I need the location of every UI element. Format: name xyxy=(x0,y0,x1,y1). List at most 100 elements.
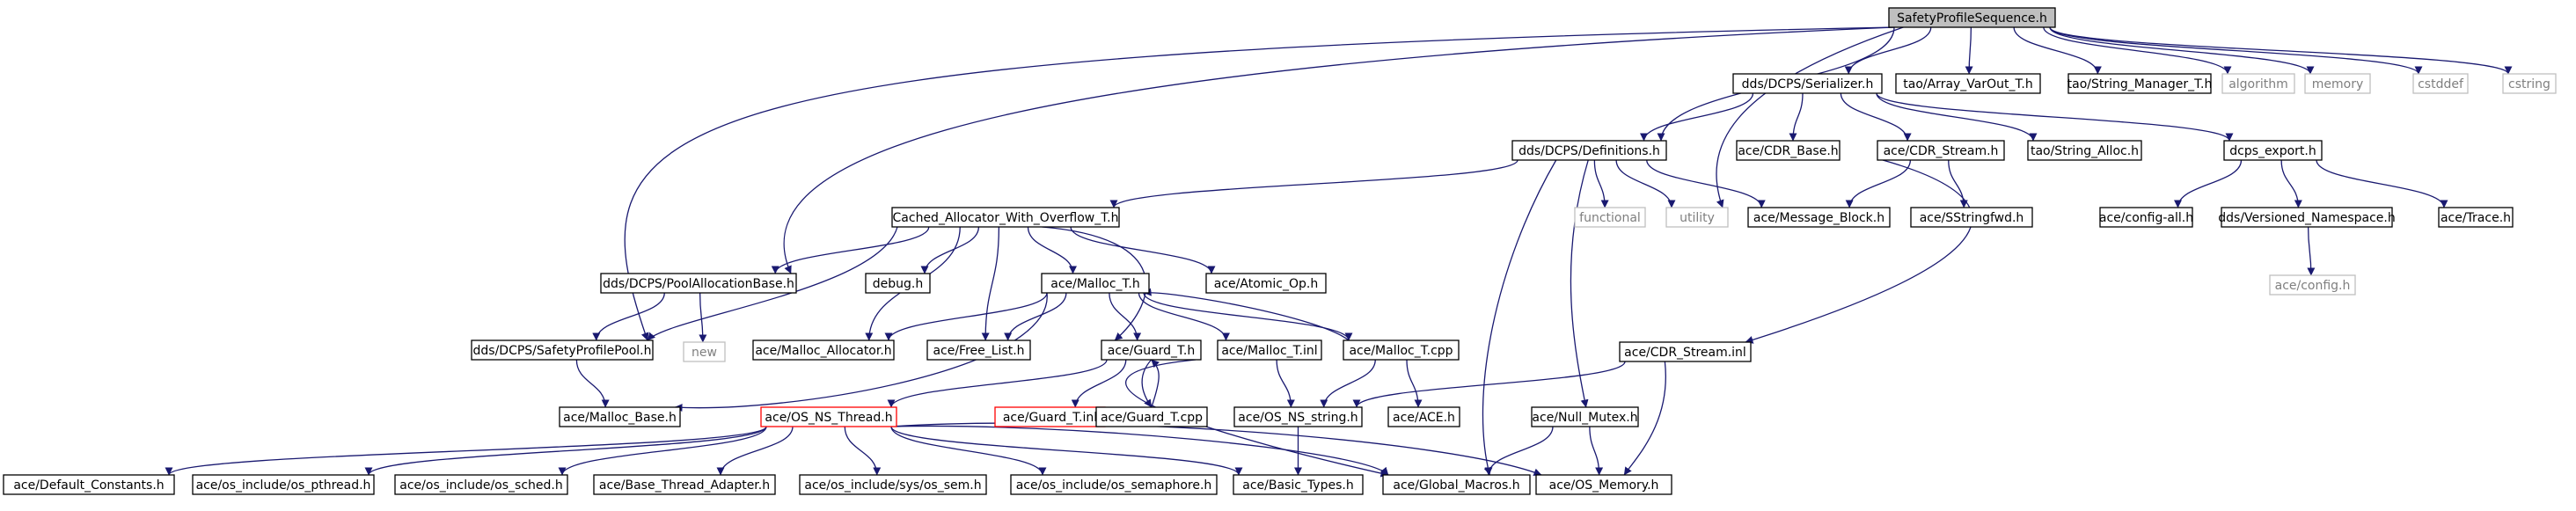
include-edge xyxy=(716,426,794,476)
node-cached-allocator-with-overflow-t-h[interactable]: Cached_Allocator_With_Overflow_T.h xyxy=(891,207,1120,228)
node-ace-trace-h[interactable]: ace/Trace.h xyxy=(2438,207,2514,228)
node-ace-os-include-os-semaphore-h[interactable]: ace/os_include/os_semaphore.h xyxy=(1010,474,1218,495)
node-ace-ace-h[interactable]: ace/ACE.h xyxy=(1387,406,1460,427)
node-ace-malloc-t-cpp[interactable]: ace/Malloc_T.cpp xyxy=(1343,339,1460,361)
node-ace-config-all-h[interactable]: ace/config-all.h xyxy=(2099,207,2193,228)
include-edge xyxy=(981,226,1000,341)
node-ace-guard-t-inl[interactable]: ace/Guard_T.inl xyxy=(994,406,1106,427)
node-tao-string-alloc-h[interactable]: tao/String_Alloc.h xyxy=(2027,140,2142,161)
node-ace-cdr-stream-inl[interactable]: ace/CDR_Stream.inl xyxy=(1619,341,1752,362)
node-label: tao/String_Manager_T.h xyxy=(2067,77,2213,91)
include-edge xyxy=(165,426,767,476)
include-edge xyxy=(1745,159,1973,344)
node-label: new xyxy=(692,346,717,360)
node-ace-guard-t-h[interactable]: ace/Guard_T.h xyxy=(1101,339,1202,361)
include-edge xyxy=(1027,226,1077,274)
node-box xyxy=(2027,140,2142,161)
node-box xyxy=(1233,474,1364,495)
node-box xyxy=(2269,274,2356,296)
node-label: ace/OS_NS_string.h xyxy=(1238,411,1358,425)
node-dds-dcps-safetyprofilepool-h[interactable]: dds/DCPS/SafetyProfilePool.h xyxy=(471,339,654,361)
node-ace-malloc-base-h[interactable]: ace/Malloc_Base.h xyxy=(559,406,681,427)
node-ace-guard-t-cpp[interactable]: ace/Guard_T.cpp xyxy=(1095,406,1208,427)
node-box xyxy=(799,474,987,495)
node-ace-malloc-t-inl[interactable]: ace/Malloc_T.inl xyxy=(1217,339,1322,361)
node-utility[interactable]: utility xyxy=(1665,207,1729,228)
node-tao-string-manager-t-h[interactable]: tao/String_Manager_T.h xyxy=(2067,73,2213,94)
node-box xyxy=(1382,474,1531,495)
node-box xyxy=(2067,73,2212,94)
node-box xyxy=(1736,140,1841,161)
node-ace-sstringfwd-h[interactable]: ace/SStringfwd.h xyxy=(1910,207,2033,228)
node-label: tao/String_Alloc.h xyxy=(2031,144,2139,158)
node-ace-malloc-allocator-h[interactable]: ace/Malloc_Allocator.h xyxy=(752,339,895,361)
include-edge xyxy=(2280,159,2302,208)
node-ace-os-memory-h[interactable]: ace/OS_Memory.h xyxy=(1535,474,1672,495)
node-label: ace/OS_NS_Thread.h xyxy=(765,411,892,425)
node-cstddef[interactable]: cstddef xyxy=(2412,73,2469,94)
include-edge xyxy=(1352,361,1626,408)
node-safetyprofilesequence-h[interactable]: SafetyProfileSequence.h xyxy=(1888,7,2056,28)
node-cstring[interactable]: cstring xyxy=(2502,73,2557,94)
include-edge xyxy=(1623,361,1666,476)
node-ace-malloc-t-h[interactable]: ace/Malloc_T.h xyxy=(1041,273,1150,294)
node-box xyxy=(1511,140,1667,161)
node-ace-os-ns-string-h[interactable]: ace/OS_NS_string.h xyxy=(1233,406,1363,427)
node-ace-base-thread-adapter-h[interactable]: ace/Base_Thread_Adapter.h xyxy=(593,474,776,495)
include-edge xyxy=(1876,92,2038,142)
include-edge xyxy=(1406,359,1423,408)
node-new[interactable]: new xyxy=(683,341,726,362)
include-edge xyxy=(1876,92,2234,142)
node-label: ace/CDR_Stream.inl xyxy=(1624,346,1746,360)
node-ace-atomic-op-h[interactable]: ace/Atomic_Op.h xyxy=(1205,273,1327,294)
node-box xyxy=(1010,474,1218,495)
include-edge xyxy=(884,292,1048,341)
node-label: utility xyxy=(1680,211,1715,225)
node-box xyxy=(1343,339,1460,361)
node-memory[interactable]: memory xyxy=(2304,73,2371,94)
node-box xyxy=(3,474,175,495)
node-functional[interactable]: functional xyxy=(1574,207,1646,228)
node-ace-os-include-os-sched-h[interactable]: ace/os_include/os_sched.h xyxy=(394,474,568,495)
node-dcps-export-h[interactable]: dcps_export.h xyxy=(2223,140,2323,161)
include-edge xyxy=(1004,292,1067,341)
node-box xyxy=(2221,73,2295,94)
node-box xyxy=(1574,207,1646,228)
node-dds-dcps-poolallocationbase-h[interactable]: dds/DCPS/PoolAllocationBase.h xyxy=(600,273,797,294)
node-dds-dcps-serializer-h[interactable]: dds/DCPS/Serializer.h xyxy=(1732,73,1883,94)
node-debug-h[interactable]: debug.h xyxy=(865,273,931,294)
node-ace-cdr-stream-h[interactable]: ace/CDR_Stream.h xyxy=(1877,140,2005,161)
node-box xyxy=(1535,474,1672,495)
include-edge xyxy=(2049,26,2423,75)
node-ace-global-macros-h[interactable]: ace/Global_Macros.h xyxy=(1382,474,1531,495)
node-ace-null-mutex-h[interactable]: ace/Null_Mutex.h xyxy=(1531,406,1639,427)
node-ace-os-include-sys-os-sem-h[interactable]: ace/os_include/sys/os_sem.h xyxy=(799,474,987,495)
node-ace-os-include-os-pthread-h[interactable]: ace/os_include/os_pthread.h xyxy=(192,474,375,495)
node-dds-versioned-namespace-h[interactable]: dds/Versioned_Namespace.h xyxy=(2218,207,2396,228)
include-edge xyxy=(1646,159,1766,208)
node-label: ace/Malloc_Allocator.h xyxy=(755,344,891,358)
node-dds-dcps-definitions-h[interactable]: dds/DCPS/Definitions.h xyxy=(1511,140,1667,161)
node-ace-cdr-base-h[interactable]: ace/CDR_Base.h xyxy=(1736,140,1841,161)
node-ace-free-list-h[interactable]: ace/Free_List.h xyxy=(926,339,1031,361)
include-edge xyxy=(647,226,898,341)
node-ace-config-h[interactable]: ace/config.h xyxy=(2269,274,2356,296)
node-ace-default-constants-h[interactable]: ace/Default_Constants.h xyxy=(3,474,175,495)
node-algorithm[interactable]: algorithm xyxy=(2221,73,2295,94)
node-label: ace/CDR_Stream.h xyxy=(1884,144,1999,158)
node-ace-message-block-h[interactable]: ace/Message_Block.h xyxy=(1747,207,1891,228)
node-box xyxy=(1101,339,1202,361)
include-edge xyxy=(1640,92,1754,142)
node-tao-array-varout-t-h[interactable]: tao/Array_VarOut_T.h xyxy=(1895,73,2041,94)
include-edge xyxy=(1840,92,1912,142)
node-box xyxy=(1233,406,1363,427)
include-edge xyxy=(844,426,882,476)
include-edge xyxy=(1593,159,1609,208)
node-box xyxy=(1895,73,2041,94)
node-ace-basic-types-h[interactable]: ace/Basic_Types.h xyxy=(1233,474,1364,495)
node-label: cstring xyxy=(2508,77,2550,91)
node-ace-os-ns-thread-h[interactable]: ace/OS_NS_Thread.h xyxy=(760,406,897,427)
include-edge xyxy=(1320,359,1376,408)
node-box xyxy=(1910,207,2033,228)
node-box xyxy=(760,406,897,427)
